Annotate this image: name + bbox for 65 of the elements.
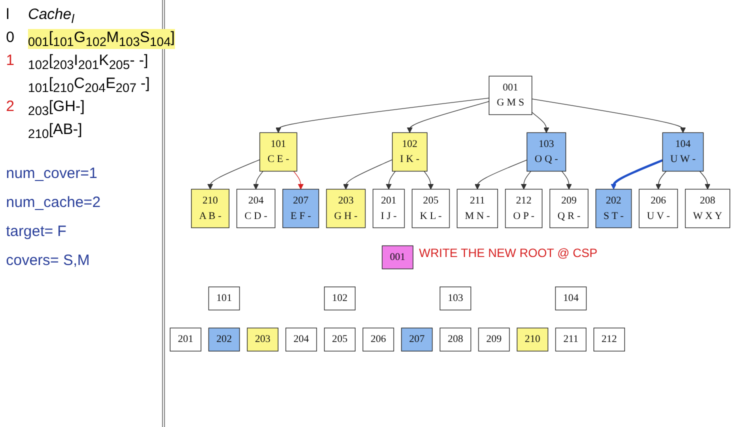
node-box: 211 bbox=[555, 328, 586, 352]
column-header: l bbox=[6, 6, 10, 25]
node-box: 202 bbox=[208, 328, 240, 352]
node-box: 204 C D - bbox=[236, 188, 276, 228]
node-box: 205 bbox=[324, 328, 356, 352]
node-box: 208 W X Y bbox=[684, 188, 730, 228]
node-box: 201 bbox=[170, 328, 202, 352]
node-box: 210 bbox=[516, 328, 548, 352]
node-box: 209 bbox=[478, 328, 510, 352]
variable-note: target= F bbox=[6, 223, 66, 240]
node-box: 001 bbox=[382, 245, 414, 270]
node-box: 104 U W - bbox=[662, 132, 704, 172]
cache-entry: $_{102}$[$_{203}$I$_{201}$K$_{205}$- -] bbox=[28, 52, 150, 72]
node-box: 103 bbox=[440, 286, 472, 310]
level-number: 0 bbox=[6, 29, 16, 48]
node-box: 202 S T - bbox=[596, 188, 632, 228]
node-box: 203 G H - bbox=[326, 188, 366, 228]
arrow bbox=[532, 98, 686, 133]
arrow bbox=[406, 100, 490, 133]
node-box: 212 bbox=[594, 328, 625, 352]
node-box: 102 I K - bbox=[392, 132, 428, 172]
level-number: 1 bbox=[6, 52, 16, 71]
node-box: 212 O P - bbox=[505, 188, 542, 228]
node-box: 207 E F - bbox=[282, 188, 320, 228]
node-box: 205 K L - bbox=[412, 188, 450, 228]
node-box: 104 bbox=[555, 286, 587, 310]
level-number: 2 bbox=[6, 98, 16, 117]
column-header: Cache$_{l}$ bbox=[28, 6, 76, 26]
node-box: 211 M N - bbox=[456, 188, 498, 228]
arrow bbox=[474, 159, 528, 190]
handwritten-note: WRITE THE NEW ROOT @ CSP bbox=[419, 246, 598, 260]
arrow bbox=[610, 159, 664, 190]
arrow bbox=[424, 170, 434, 190]
cache-entry: $_{210}$[AB-] bbox=[28, 121, 84, 141]
node-box: 204 bbox=[285, 328, 317, 352]
variable-note: num_cover=1 bbox=[6, 165, 98, 182]
cache-entry: $_{203}$[GH-] bbox=[28, 98, 86, 118]
arrow bbox=[276, 98, 490, 133]
arrow bbox=[207, 159, 260, 190]
arrow bbox=[699, 170, 710, 190]
arrow bbox=[520, 170, 532, 190]
arrow bbox=[561, 170, 572, 190]
arrow bbox=[532, 112, 550, 133]
node-box: 208 bbox=[440, 328, 472, 352]
node-box: 001 G M S bbox=[488, 76, 532, 115]
variable-note: covers= S,M bbox=[6, 252, 90, 269]
arrow bbox=[253, 170, 264, 190]
node-box: 206 bbox=[362, 328, 394, 352]
node-box: 101 bbox=[208, 286, 240, 310]
node-box: 103 O Q - bbox=[526, 132, 566, 172]
variable-note: num_cache=2 bbox=[6, 194, 101, 211]
arrow bbox=[293, 170, 304, 190]
cache-entry: $_{101}$[$_{210}$C$_{204}$E$_{207}$ -] bbox=[28, 75, 151, 95]
node-box: 210 A B - bbox=[191, 188, 230, 228]
node-box: 203 bbox=[246, 328, 278, 352]
node-box: 209 Q R - bbox=[550, 188, 588, 228]
node-box: 101 C E - bbox=[259, 132, 298, 172]
node-box: 102 bbox=[324, 286, 356, 310]
node-box: 201 I J - bbox=[372, 188, 405, 228]
node-box: 207 bbox=[401, 328, 433, 352]
arrow bbox=[386, 170, 396, 190]
node-box: 206 U V - bbox=[638, 188, 678, 228]
cache-entry: $_{001}$[$_{101}$G$_{102}$M$_{103}$S$_{104}$] bbox=[28, 29, 175, 49]
arrow bbox=[343, 159, 393, 190]
arrow bbox=[656, 170, 667, 190]
